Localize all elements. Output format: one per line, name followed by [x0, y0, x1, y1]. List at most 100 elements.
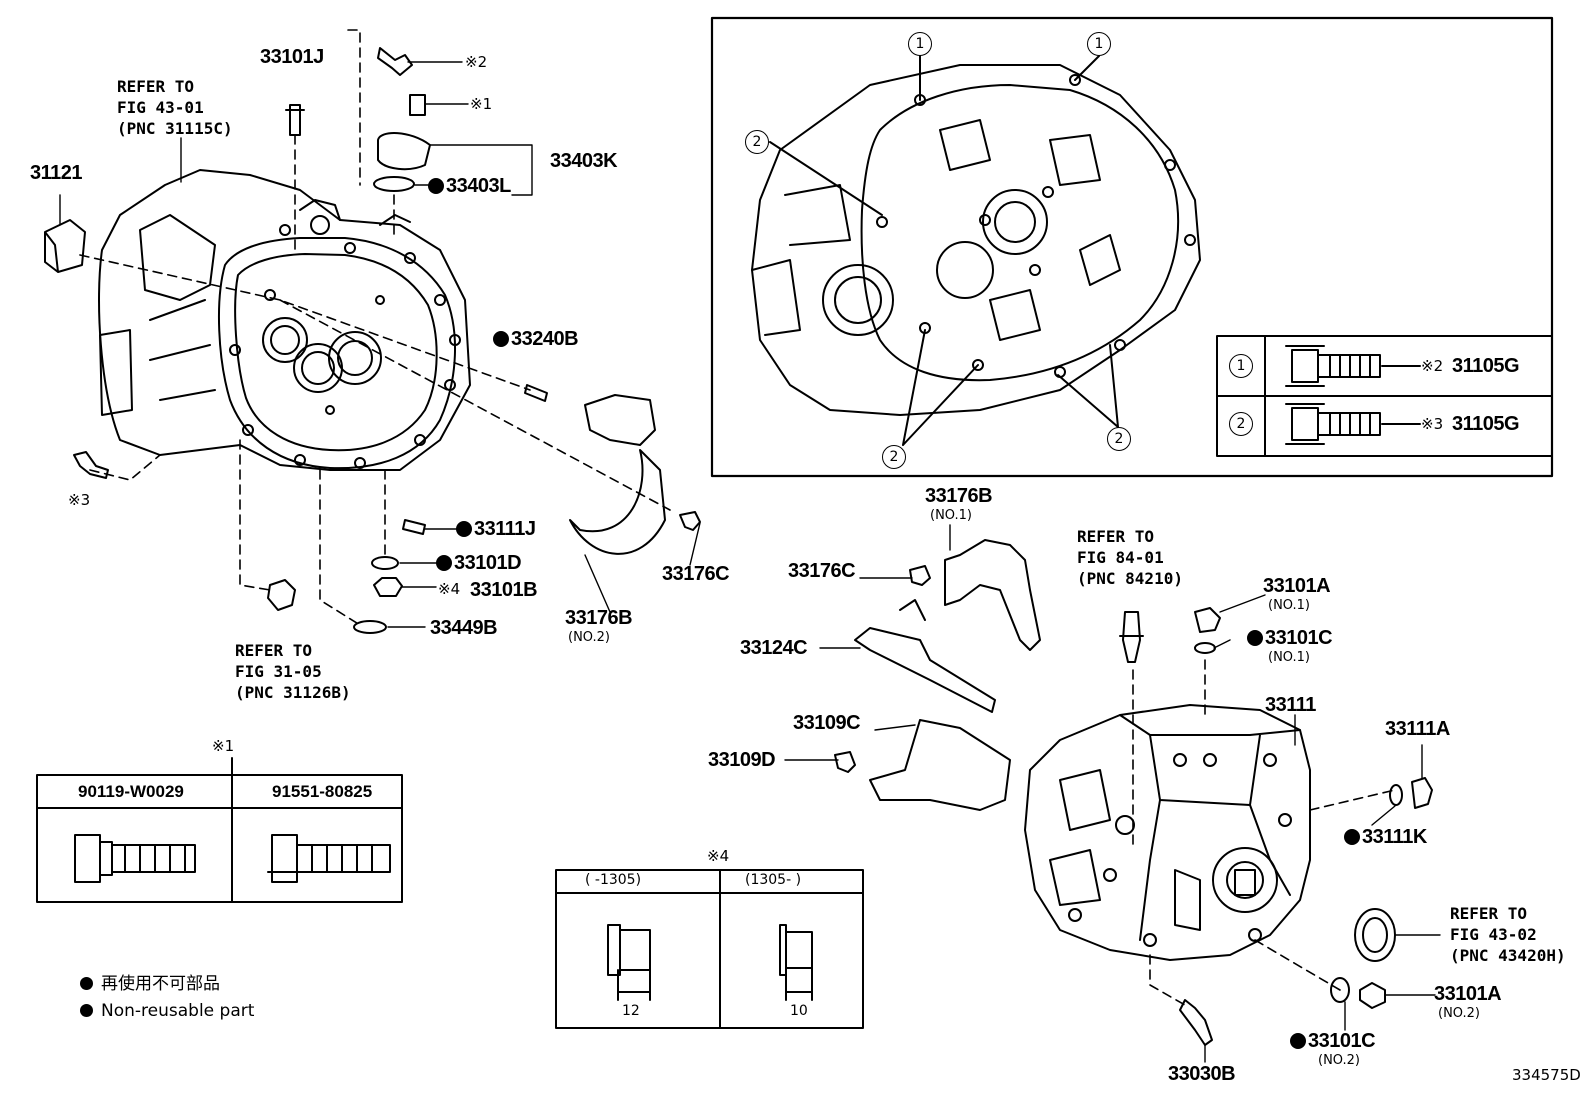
inset-row2-mark: ※3 [1421, 415, 1444, 433]
leader-lines [59, 61, 1441, 1063]
label-33240b: 33240B [493, 328, 579, 350]
inset-bolt-table [1216, 335, 1553, 457]
table1-col2-header: 91551-80825 [272, 782, 373, 801]
drawing-number: 334575D [1512, 1066, 1581, 1084]
label-33111j: 33111J [456, 518, 536, 540]
label-33030b: 33030B [1168, 1063, 1236, 1085]
gasket-33101c-no1-shape [1194, 642, 1216, 654]
ring-33449b-shape [353, 620, 387, 634]
bracket-33176b-no2-shape [569, 394, 666, 555]
sublabel-no1-33101a: (NO.1) [1268, 598, 1310, 613]
label-33111k: 33111K [1344, 826, 1427, 848]
sublabel-no1-33176b: (NO.1) [930, 508, 972, 523]
label-33101a-no2: 33101A [1434, 983, 1502, 1005]
cover-33109c-shape [869, 719, 1011, 811]
label-33176c-left: 33176C [662, 563, 730, 585]
inset-housing [751, 64, 1201, 416]
seal-43420h-shape [1354, 908, 1396, 962]
label-33101d: 33101D [436, 552, 522, 574]
label-33403k: 33403K [550, 150, 618, 172]
sublabel-no2-33101c: (NO.2) [1318, 1053, 1360, 1068]
label-33101c-no2: 33101C [1290, 1030, 1376, 1052]
inset-table-callout-2: 2 [1229, 412, 1253, 436]
bushing-31126b-shape [267, 579, 296, 611]
mark-4: ※4 [438, 580, 461, 598]
label-33101j: 33101J [260, 46, 324, 68]
inset-callout-2a: 2 [745, 130, 769, 154]
collar-table-4 [555, 869, 864, 1029]
inset-callout-2b: 2 [882, 445, 906, 469]
pin-33240b-shape [524, 384, 548, 402]
label-33176c-right: 33176C [788, 560, 856, 582]
plug-33101a-no1-shape [1194, 607, 1221, 633]
label-33111: 33111 [1265, 694, 1316, 716]
bolt-table-1 [36, 757, 403, 903]
part-33403k-shape [377, 132, 431, 171]
label-33403l: 33403L [428, 175, 511, 197]
inset-row1-part: 31105G [1452, 355, 1520, 377]
table4-dim-10: 10 [790, 1003, 808, 1019]
pin-33111j-shape [402, 519, 426, 535]
sublabel-no2-33176b: (NO.2) [568, 630, 610, 645]
bracket-33176b-no1-shape [944, 539, 1041, 651]
sublabel-no1-33101c: (NO.1) [1268, 650, 1310, 665]
label-33449b: 33449B [430, 617, 498, 639]
dashed-alignment-lines [79, 29, 1396, 1006]
transaxle-case-right [1024, 704, 1311, 961]
bolt-m1-shape [409, 94, 426, 116]
bracket-33124c-shape [854, 599, 996, 713]
label-33176b-no1: 33176B [925, 485, 993, 507]
sensor-84210-shape [1119, 611, 1144, 663]
transaxle-housing-left [98, 169, 471, 471]
inset-callout-1b: 1 [1087, 32, 1111, 56]
bolt-33176c-shape [679, 511, 701, 531]
label-33101a-no1: 33101A [1263, 575, 1331, 597]
inset-callout-1a: 1 [908, 32, 932, 56]
part-31121-shape [44, 219, 86, 273]
plug-33111a-shape [1411, 777, 1433, 809]
bolt-33176c-b-shape [909, 565, 931, 586]
inset-frame [710, 16, 1554, 478]
gasket-33101c-no2-shape [1330, 977, 1350, 1003]
legend-japanese: 再使用不可部品 [80, 972, 220, 996]
label-33101c-no1: 33101C [1247, 627, 1333, 649]
mark-1: ※1 [470, 95, 493, 113]
label-33111a: 33111A [1385, 718, 1450, 740]
bolt-33109d-shape [834, 751, 856, 773]
nut-33101b-shape [373, 577, 403, 597]
mark-4-table-title: ※4 [707, 847, 730, 865]
oring-33403l-shape [373, 176, 415, 192]
mark-1-table-title: ※1 [212, 737, 235, 755]
table4-col2-header: (1305- ) [745, 872, 802, 888]
legend-english: Non-reusable part [80, 999, 254, 1023]
mark-3: ※3 [68, 491, 91, 509]
table4-col1-header: ( -1305) [585, 872, 642, 888]
label-33101b: 33101B [470, 579, 538, 601]
inset-row2-part: 31105G [1452, 413, 1520, 435]
label-33176b-no2: 33176B [565, 607, 633, 629]
label-31121: 31121 [30, 162, 83, 184]
gasket-33111k-shape [1389, 784, 1403, 806]
plug-33101a-no2-shape [1359, 982, 1386, 1009]
label-33109c: 33109C [793, 712, 861, 734]
table1-col1-header: 90119-W0029 [78, 782, 184, 801]
part-33101j-shape [285, 104, 305, 136]
bolt-m3-shape [73, 451, 109, 479]
bolt-m2-shape [377, 47, 413, 76]
label-33124c: 33124C [740, 637, 808, 659]
inset-row1-mark: ※2 [1421, 357, 1444, 375]
bolt-33030b-shape [1179, 999, 1213, 1046]
inset-table-callout-1: 1 [1229, 354, 1253, 378]
washer-33101d-shape [371, 556, 399, 570]
mark-2: ※2 [465, 53, 488, 71]
label-33109d: 33109D [708, 749, 776, 771]
sublabel-no2-33101a: (NO.2) [1438, 1006, 1480, 1021]
table4-dim-12: 12 [622, 1003, 640, 1019]
inset-callout-2c: 2 [1107, 427, 1131, 451]
